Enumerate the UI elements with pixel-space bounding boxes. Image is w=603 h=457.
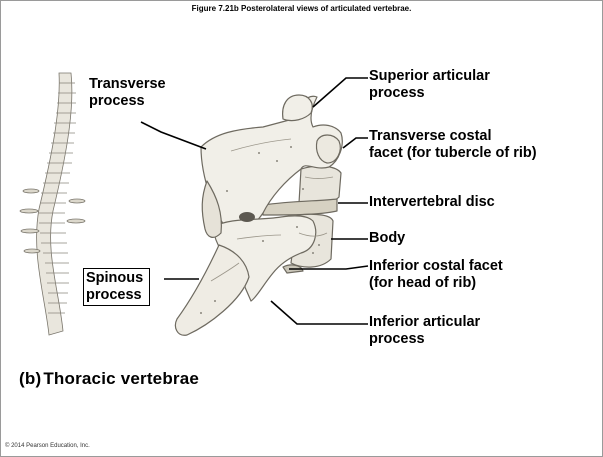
- label-intervertebral-disc: Intervertebral disc: [369, 194, 495, 211]
- copyright-notice: © 2014 Pearson Education, Inc.: [5, 443, 90, 449]
- caption-part-letter: (b): [19, 369, 41, 388]
- vertebrae-drawing: [175, 95, 342, 335]
- spine-thumbnail: [20, 73, 85, 335]
- caption-title: Thoracic vertebrae: [43, 369, 199, 388]
- leader-line-transverse-costal-facet: [343, 138, 368, 148]
- label-transverse-costal-facet: Transverse costal facet (for tubercle of…: [369, 128, 537, 162]
- label-inferior-costal-facet: Inferior costal facet (for head of rib): [369, 258, 503, 292]
- label-body: Body: [369, 230, 405, 247]
- leader-line-superior-articular-process: [313, 78, 368, 107]
- label-superior-articular-process: Superior articular process: [369, 68, 490, 102]
- leader-line-transverse-process: [141, 122, 206, 149]
- leader-line-inferior-articular-process: [271, 301, 368, 324]
- label-inferior-articular-process: Inferior articular process: [369, 314, 480, 348]
- figure-caption: (b)Thoracic vertebrae: [19, 369, 199, 389]
- label-transverse-process: Transverse process: [89, 76, 166, 110]
- label-spinous-process: Spinous process: [83, 268, 150, 306]
